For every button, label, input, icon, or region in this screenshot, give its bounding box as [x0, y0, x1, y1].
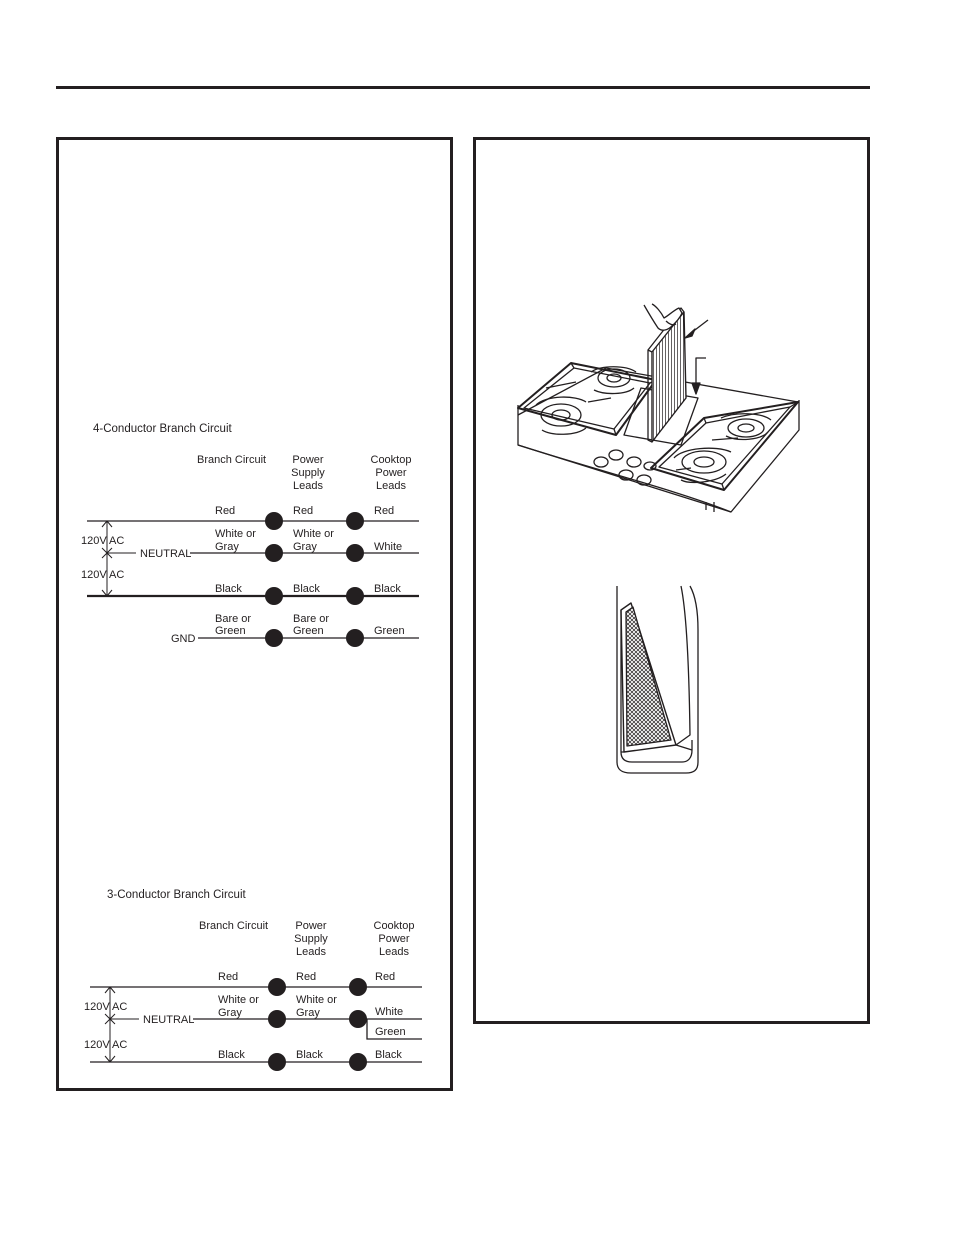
four-ground-connector-2	[346, 629, 364, 647]
three-col-power-header-3: Leads	[296, 946, 326, 958]
four-voltage-top-unit: AC	[109, 535, 124, 547]
control-knobs	[593, 449, 657, 486]
three-black-connector-1	[268, 1053, 286, 1071]
filter-housing-outline	[616, 585, 699, 774]
three-voltage-bottom-label: 120V	[84, 1039, 110, 1051]
filter-closeup-illustration	[616, 585, 699, 774]
three-neutral-label: NEUTRAL	[143, 1014, 194, 1026]
four-row4-branch-1: Bare or	[215, 613, 251, 625]
four-col-power-header-2: Supply	[291, 467, 325, 479]
wiring-diagrams-svg: 4-Conductor Branch Circuit Branch Circui…	[81, 423, 422, 1071]
three-row2-branch-2: Gray	[218, 1007, 242, 1019]
four-neutral-connector-2	[346, 544, 364, 562]
four-voltage-top-label: 120V	[81, 535, 107, 547]
four-col-cooktop-header-1: Cooktop	[371, 454, 412, 466]
four-neutral-label: NEUTRAL	[140, 548, 191, 560]
three-black-connector-2	[349, 1053, 367, 1071]
three-red-connector-2	[349, 978, 367, 996]
four-col-power-header-3: Leads	[293, 480, 323, 492]
hand-icon	[643, 303, 683, 331]
three-red-connector-1	[268, 978, 286, 996]
cooktop-filter-removal-illustration	[517, 303, 800, 513]
four-row4-cooktop: Green	[374, 625, 405, 637]
three-col-cooktop-header-2: Power	[378, 933, 410, 945]
filter-illustrations-svg	[517, 303, 800, 774]
four-row2-power-1: White or	[293, 528, 334, 540]
three-row2-cooktop-2: Green	[375, 1026, 406, 1038]
three-row1-cooktop: Red	[375, 971, 395, 983]
three-col-power-header-2: Supply	[294, 933, 328, 945]
three-voltage-top-label: 120V	[84, 1001, 110, 1013]
three-row1-power: Red	[296, 971, 316, 983]
header-rule	[56, 86, 870, 89]
three-row3-power: Black	[296, 1049, 323, 1061]
four-col-branch-header: Branch Circuit	[197, 454, 266, 466]
three-col-power-header-1: Power	[295, 920, 327, 932]
four-neutral-connector-1	[265, 544, 283, 562]
three-row3-cooktop: Black	[375, 1049, 402, 1061]
three-row1-branch: Red	[218, 971, 238, 983]
three-neutral-connector-2	[349, 1010, 367, 1028]
four-row4-branch-2: Green	[215, 625, 246, 637]
three-neutral-connector-1	[268, 1010, 286, 1028]
four-col-cooktop-header-3: Leads	[376, 480, 406, 492]
removal-arrows	[684, 319, 709, 395]
four-row2-branch-1: White or	[215, 528, 256, 540]
four-black-connector-2	[346, 587, 364, 605]
four-row2-branch-2: Gray	[215, 541, 239, 553]
four-ground-connector-1	[265, 629, 283, 647]
four-conductor-diagram: 4-Conductor Branch Circuit Branch Circui…	[81, 423, 419, 647]
right-burner-grate	[650, 401, 799, 512]
three-col-branch-header: Branch Circuit	[199, 920, 268, 932]
four-red-connector-1	[265, 512, 283, 530]
four-row3-cooktop: Black	[374, 583, 401, 595]
four-voltage-bottom-unit: AC	[109, 569, 124, 581]
downdraft-vent-opening	[623, 387, 699, 446]
three-row2-power-1: White or	[296, 994, 337, 1006]
three-col-cooktop-header-1: Cooktop	[374, 920, 415, 932]
filter-illustration-panel	[473, 137, 870, 1024]
four-row2-cooktop: White	[374, 541, 402, 553]
vent-filter	[647, 307, 687, 443]
four-row1-cooktop: Red	[374, 505, 394, 517]
three-row2-branch-1: White or	[218, 994, 259, 1006]
four-gnd-label: GND	[171, 633, 196, 645]
four-red-connector-2	[346, 512, 364, 530]
four-col-cooktop-header-2: Power	[375, 467, 407, 479]
four-row2-power-2: Gray	[293, 541, 317, 553]
three-voltage-bottom-unit: AC	[112, 1039, 127, 1051]
three-green-jumper	[366, 1019, 422, 1040]
four-row3-branch: Black	[215, 583, 242, 595]
three-conductor-title: 3-Conductor Branch Circuit	[107, 889, 247, 901]
three-conductor-diagram: 3-Conductor Branch Circuit Branch Circui…	[84, 889, 422, 1071]
three-row2-cooktop-1: White	[375, 1006, 403, 1018]
four-row4-power-1: Bare or	[293, 613, 329, 625]
three-row3-branch: Black	[218, 1049, 245, 1061]
four-row4-power-2: Green	[293, 625, 324, 637]
four-black-connector-1	[265, 587, 283, 605]
filter-mesh	[625, 606, 672, 747]
four-row3-power: Black	[293, 583, 320, 595]
four-conductor-title: 4-Conductor Branch Circuit	[93, 423, 233, 435]
wiring-diagrams-panel: 4-Conductor Branch Circuit Branch Circui…	[56, 137, 453, 1091]
four-col-power-header-1: Power	[292, 454, 324, 466]
three-row2-power-2: Gray	[296, 1007, 320, 1019]
three-col-cooktop-header-3: Leads	[379, 946, 409, 958]
four-row1-power: Red	[293, 505, 313, 517]
three-voltage-top-unit: AC	[112, 1001, 127, 1013]
four-row1-branch: Red	[215, 505, 235, 517]
four-voltage-bottom-label: 120V	[81, 569, 107, 581]
